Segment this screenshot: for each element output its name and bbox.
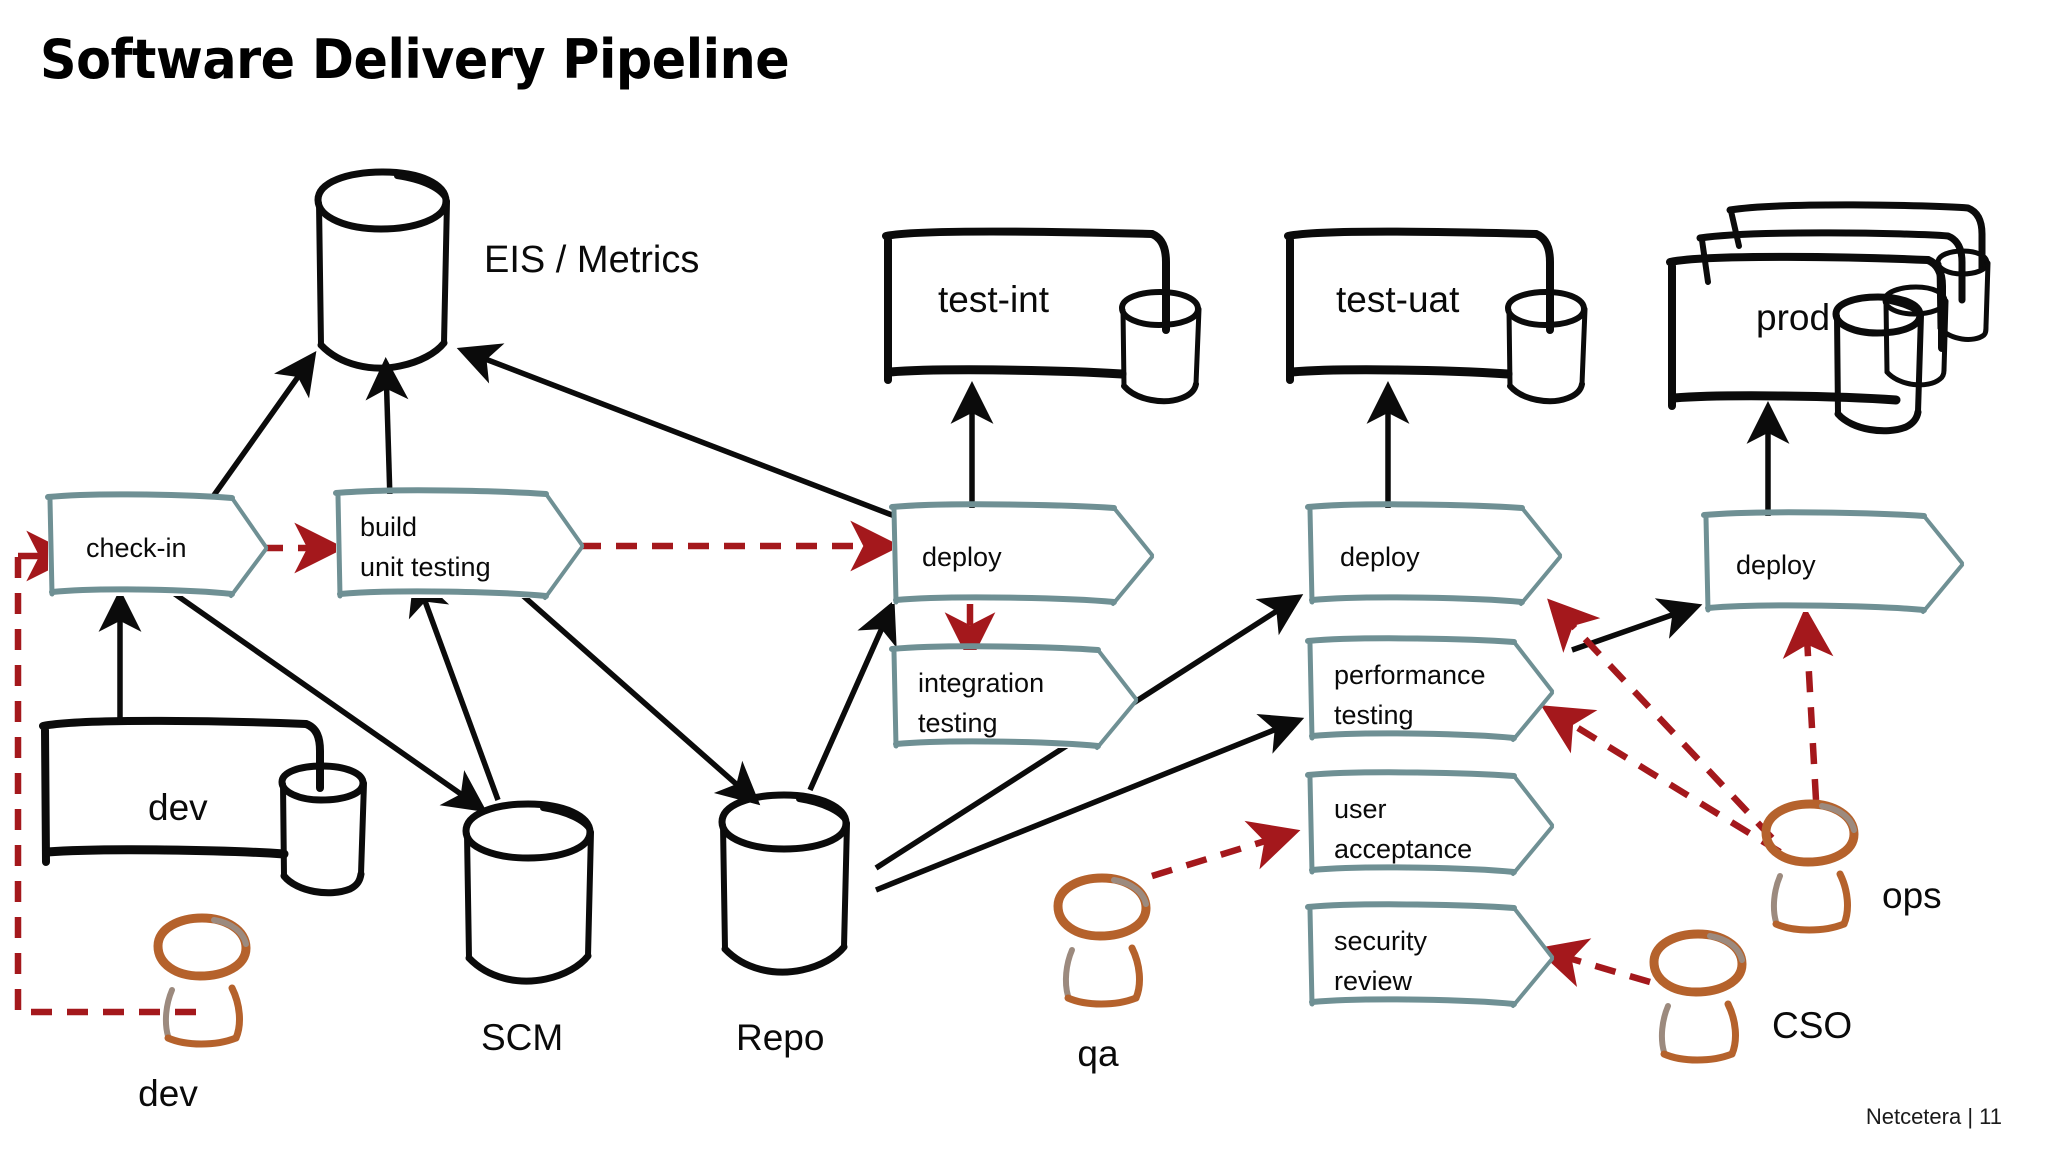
process-security-review[interactable]: security review (1305, 901, 1554, 1008)
process-check-in[interactable]: check-in (45, 491, 268, 598)
process-integration-label: integration (918, 668, 1044, 698)
page-title: Software Delivery Pipeline (40, 28, 790, 91)
arrow-build-to-repo (510, 583, 761, 806)
flow-arrows-red (14, 520, 1834, 1016)
store-eis: EIS / Metrics (314, 168, 699, 372)
environment-test-int-label: test-int (938, 279, 1050, 320)
arrow-cso-to-security-review (1535, 938, 1651, 987)
arrow-dev-loop-path (14, 556, 196, 1016)
environment-dev: dev (39, 716, 367, 897)
arrow-qa-to-user-acceptance (1151, 820, 1301, 880)
process-security-label: security (1334, 926, 1428, 956)
actor-ops-label: ops (1882, 875, 1942, 916)
store-eis-label: EIS / Metrics (484, 239, 699, 281)
process-integration-testing[interactable]: integration testing (889, 643, 1138, 750)
arrow-checkin-to-eis (209, 351, 317, 500)
process-performance-testing[interactable]: performance testing (1305, 635, 1554, 742)
actor-ops: ops (1761, 799, 1942, 934)
actor-qa: qa (1053, 873, 1151, 1074)
process-user-label: user (1334, 794, 1387, 824)
process-build-unit-testing[interactable]: build unit testing (333, 487, 584, 600)
process-check-in-label: check-in (86, 533, 187, 563)
actor-qa-label: qa (1077, 1033, 1119, 1074)
store-repo-label: Repo (736, 1017, 824, 1058)
arrow-checkin-to-scm (150, 575, 488, 813)
environment-prod-label: prod (1756, 297, 1830, 338)
process-user-acceptance[interactable]: user acceptance (1305, 769, 1554, 876)
slide-footer: Netcetera | 11 (1865, 1104, 2002, 1129)
process-integration-testing-label: testing (918, 708, 998, 738)
process-deploy-int[interactable]: deploy (889, 501, 1154, 606)
environment-test-int: test-int (882, 227, 1202, 405)
process-performance-testing-label: testing (1334, 700, 1414, 730)
process-acceptance-label: acceptance (1334, 834, 1472, 864)
store-repo: Repo (718, 791, 850, 1058)
process-deploy-prod[interactable]: deploy (1701, 509, 1964, 614)
store-scm-label: SCM (481, 1017, 563, 1058)
process-deploy-prod-label: deploy (1736, 550, 1816, 580)
actor-cso-label: CSO (1772, 1005, 1852, 1046)
actor-dev: dev (138, 913, 251, 1114)
process-deploy-uat[interactable]: deploy (1305, 501, 1562, 606)
environment-prod: prod (1666, 201, 1991, 435)
process-performance-label: performance (1334, 660, 1486, 690)
environment-dev-label: dev (148, 787, 208, 828)
arrow-ops-to-performance (1540, 705, 1782, 855)
arrow-ops-to-deploy-uat (1547, 598, 1775, 841)
arrow-deploy-to-eis (456, 343, 906, 523)
process-deploy-int-label: deploy (922, 542, 1002, 572)
process-review-label: review (1334, 966, 1413, 996)
environment-test-uat-label: test-uat (1336, 279, 1460, 320)
arrow-repo-to-performance (874, 713, 1305, 893)
store-scm: SCM (462, 800, 594, 1058)
process-deploy-uat-label: deploy (1340, 542, 1420, 572)
arrow-build-to-eis (365, 357, 409, 501)
process-build-label: build (360, 512, 417, 542)
arrow-scm-to-build (408, 571, 501, 801)
arrow-repo-to-deploy-int (807, 599, 897, 792)
actor-cso: CSO (1649, 929, 1852, 1064)
actor-dev-label: dev (138, 1073, 198, 1114)
environment-test-uat: test-uat (1284, 227, 1588, 405)
arrow-ops-to-deploy-prod (1782, 607, 1834, 801)
flow-arrows-black (98, 343, 1790, 893)
process-unit-testing-label: unit testing (360, 552, 491, 582)
